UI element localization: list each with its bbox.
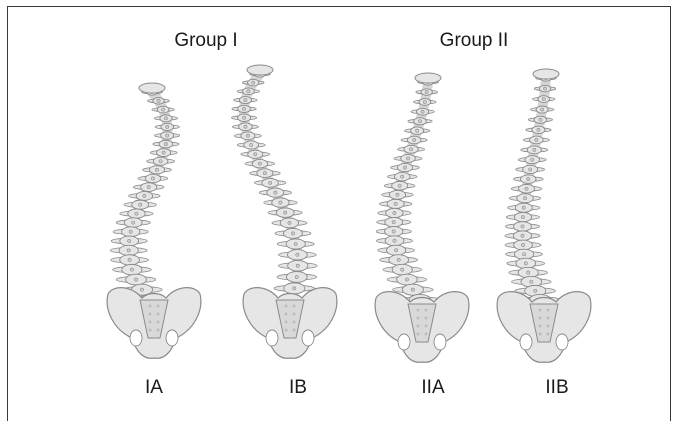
vertebra	[383, 264, 422, 275]
vertebra	[509, 194, 541, 203]
vertebra	[120, 209, 153, 218]
spine-iib	[497, 69, 591, 362]
vertebra	[113, 227, 148, 237]
vertebra	[237, 88, 260, 95]
vertebra	[401, 136, 427, 144]
vertebra	[530, 106, 553, 113]
vertebra	[380, 255, 418, 265]
vertebra	[513, 175, 543, 183]
vertebra	[234, 132, 261, 140]
vertebra	[518, 156, 546, 164]
vertebra	[241, 150, 270, 158]
vertebra	[153, 140, 179, 148]
vertebra	[394, 154, 422, 162]
vertebra	[232, 105, 256, 112]
vertebra	[384, 181, 415, 190]
vertebra	[528, 116, 552, 123]
vertebra	[245, 159, 275, 167]
vertebra	[155, 132, 180, 139]
pelvis	[243, 288, 337, 359]
vertebra	[232, 114, 257, 121]
vertebra	[379, 199, 411, 208]
spine-label-iia: IIA	[421, 377, 444, 399]
vertebra	[152, 106, 175, 113]
vertebra	[138, 174, 168, 182]
vertebra	[124, 200, 156, 209]
vertebra	[155, 123, 179, 130]
pelvis	[497, 292, 591, 363]
vertebra	[414, 99, 437, 106]
vertebra	[275, 228, 311, 238]
spine-ia	[107, 83, 201, 358]
vertebra	[129, 191, 161, 200]
vertebra	[272, 218, 307, 228]
vertebra	[277, 272, 317, 283]
vertebra	[405, 127, 430, 134]
vertebra	[506, 212, 539, 221]
vertebra	[411, 108, 434, 115]
vertebra	[526, 126, 551, 133]
vertebra	[521, 146, 548, 154]
vertebra	[150, 149, 177, 157]
vertebra	[398, 145, 425, 153]
vertebra	[278, 250, 316, 260]
vertebra	[378, 245, 415, 255]
vertebra	[154, 115, 177, 122]
vertebra	[534, 85, 556, 92]
vertebra	[259, 188, 291, 197]
vertebra	[147, 157, 175, 165]
pelvis	[375, 292, 469, 363]
vertebra	[508, 203, 540, 212]
vertebra	[505, 231, 540, 241]
vertebra	[376, 227, 411, 237]
vertebra	[254, 178, 286, 187]
spine-iia	[375, 73, 469, 362]
vertebra	[505, 222, 539, 232]
vertebra	[232, 123, 258, 131]
vertebra	[250, 169, 281, 178]
vertebra	[532, 96, 555, 103]
vertebra	[113, 264, 152, 275]
vertebra	[505, 240, 541, 250]
vertebra	[278, 260, 317, 271]
vertebra	[143, 166, 172, 174]
spine-label-ib: IB	[289, 377, 307, 399]
vertebra	[382, 190, 414, 199]
vertebra	[523, 136, 549, 144]
vertebra	[277, 239, 314, 249]
vertebra	[133, 183, 164, 192]
vertebra	[111, 236, 147, 246]
pelvis	[107, 288, 201, 359]
vertebra	[378, 208, 411, 217]
vertebra	[391, 163, 420, 171]
vertebra	[116, 218, 150, 228]
vertebra	[234, 97, 257, 104]
vertebra	[516, 165, 545, 173]
spine-ib	[232, 65, 337, 358]
vertebra	[506, 249, 543, 259]
spine-label-ia: IA	[145, 377, 163, 399]
vertebra	[110, 245, 147, 255]
vertebra	[264, 198, 297, 207]
vertebra	[268, 208, 302, 218]
vertebra	[387, 274, 427, 285]
vertebra	[387, 172, 417, 180]
spine-label-iib: IIB	[545, 377, 568, 399]
vertebra	[511, 184, 542, 193]
vertebra	[377, 217, 411, 227]
vertebra	[237, 141, 265, 149]
vertebra	[416, 89, 438, 96]
vertebra	[408, 118, 432, 125]
vertebra	[116, 274, 156, 285]
vertebra	[376, 236, 412, 246]
vertebra	[111, 255, 149, 265]
